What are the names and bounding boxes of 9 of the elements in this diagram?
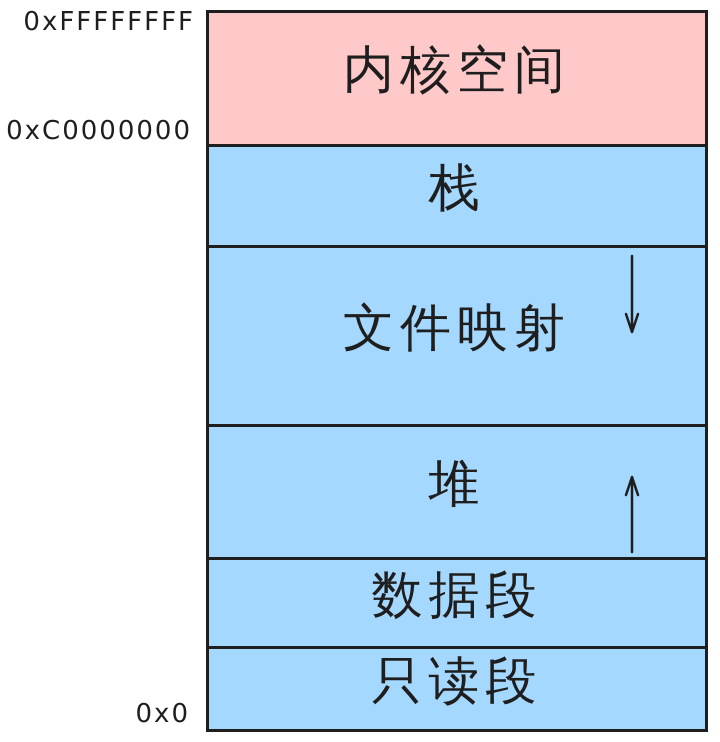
- memory-segment: 文件映射: [206, 245, 708, 427]
- address-label: 0x0: [136, 701, 190, 727]
- memory-segment: 堆: [206, 424, 708, 560]
- memory-segment: 只读段: [206, 646, 708, 732]
- memory-segment: 栈: [206, 144, 708, 248]
- address-label: 0xC0000000: [6, 118, 192, 144]
- memory-segment: 内核空间: [206, 10, 708, 147]
- memory-segment: 数据段: [206, 557, 708, 649]
- address-label: 0xFFFFFFFF: [23, 9, 195, 35]
